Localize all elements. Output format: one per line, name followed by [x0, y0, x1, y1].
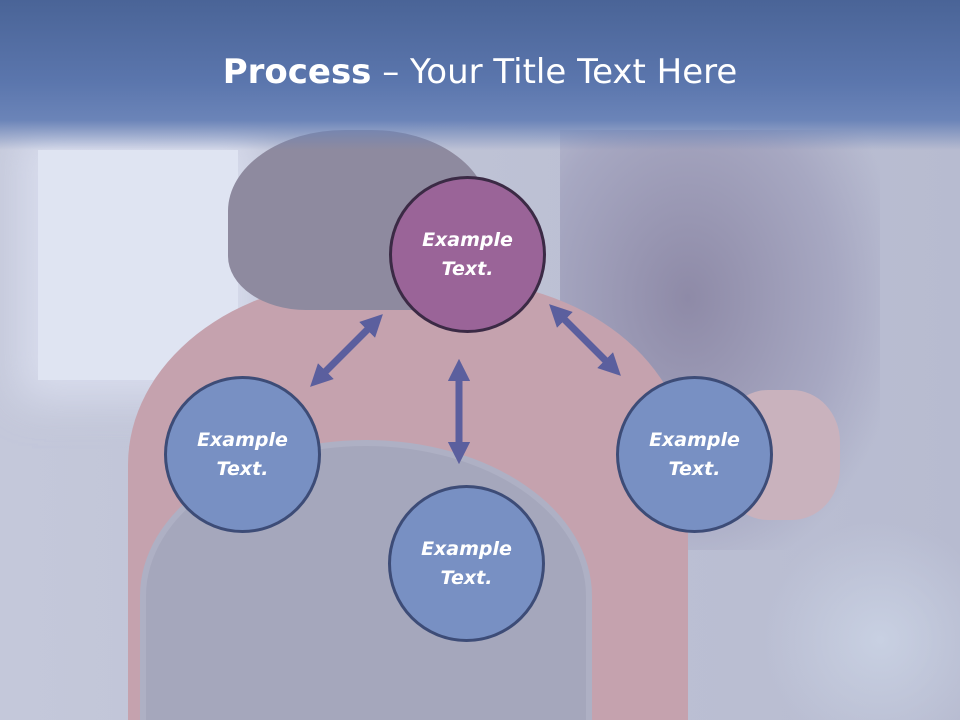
node-bottom-label: Example Text.: [421, 537, 512, 589]
process-node-bottom: Example Text.: [388, 485, 545, 642]
title-bold: Process: [222, 52, 372, 92]
process-node-right: Example Text.: [616, 376, 773, 533]
process-node-left: Example Text.: [164, 376, 321, 533]
process-node-top: Example Text.: [389, 176, 546, 333]
node-left-label: Example Text.: [197, 428, 288, 480]
arrow-top-left: [310, 314, 383, 387]
arrow-top-right: [549, 304, 621, 376]
node-top-label: Example Text.: [422, 228, 513, 280]
slide-title: Process – Your Title Text Here: [0, 52, 960, 92]
title-band: [0, 0, 960, 150]
node-right-label: Example Text.: [649, 428, 740, 480]
title-rest: – Your Title Text Here: [371, 52, 738, 92]
background-light-spot: [760, 520, 960, 720]
